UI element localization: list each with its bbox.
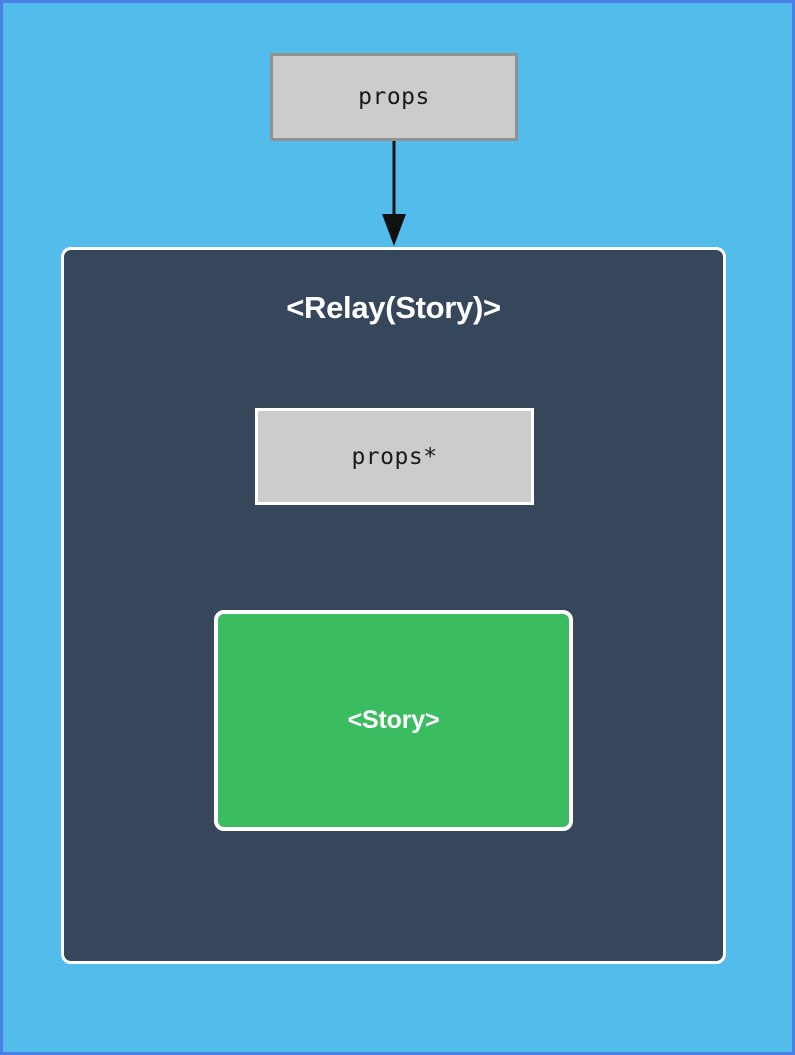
node-relay-container[interactable]: <Relay(Story)> (61, 247, 726, 964)
node-props-inner[interactable]: props* (255, 408, 534, 505)
node-story[interactable]: <Story> (214, 610, 573, 831)
node-props-inner-label: props* (351, 443, 438, 470)
edge-props-to-relay-arrowhead (382, 214, 406, 246)
node-props-outer-label: props (358, 84, 430, 110)
node-story-label: <Story> (347, 706, 440, 734)
edge-props-to-relay (382, 141, 406, 246)
node-relay-container-label: <Relay(Story)> (286, 290, 501, 325)
node-props-outer[interactable]: props (270, 53, 518, 141)
